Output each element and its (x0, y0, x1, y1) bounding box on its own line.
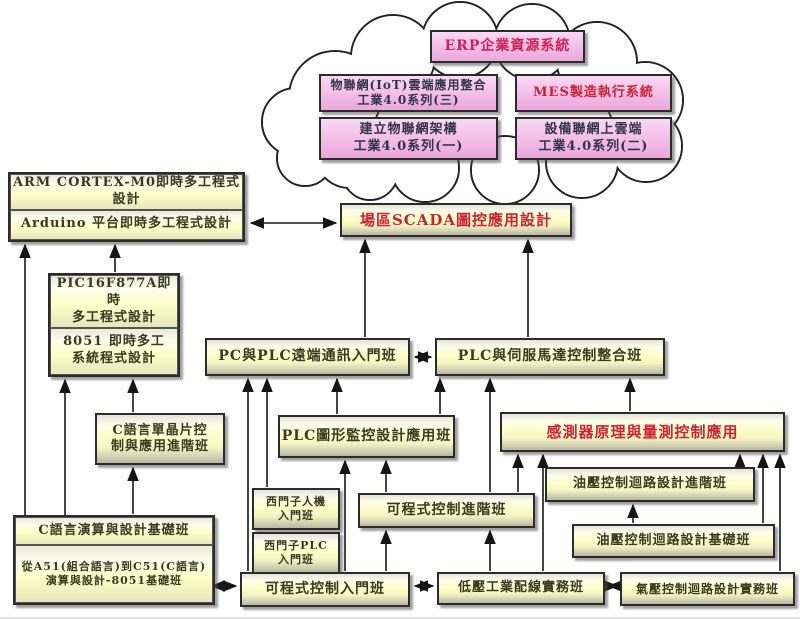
node-c-basic: C語言演算與設計基礎班 (15, 517, 213, 545)
node-siemens-hmi: 西門子人機 入門班 (252, 488, 340, 530)
node-iot-build: 建立物聯網架構 工業4.0系列(一) (319, 117, 498, 160)
node-plc-hmi-design: PLC圖形監控設計應用班 (278, 415, 455, 458)
flow-arrows (19, 217, 786, 592)
node-device-to-cloud: 設備聯網上雲端 工業4.0系列(二) (515, 117, 672, 160)
node-iot-integration: 物聯網(IoT)雲端應用整合 工業4.0系列(三) (319, 74, 498, 112)
node-siemens-plc: 西門子PLC 入門班 (252, 532, 340, 574)
node-a51-c51: 從A51(組合語言)到C51(C語言) 演算與設計-8051基礎班 (15, 545, 213, 603)
node-pc-plc-remote: PC與PLC遠端通訊入門班 (205, 338, 410, 376)
group-c-basic-a51: C語言演算與設計基礎班 從A51(組合語言)到C51(C語言) 演算與設計-80… (13, 515, 215, 605)
node-sensor-measurement: 感測器原理與量測控制應用 (500, 412, 785, 452)
node-8051: 8051 即時多工 系統程式設計 (50, 327, 178, 375)
node-plc-advanced: 可程式控制進階班 (358, 493, 535, 528)
node-arm: ARM CORTEX-M0即時多工程式設計 (10, 174, 243, 210)
node-pneumatic: 氣壓控制迴路設計實務班 (620, 572, 795, 606)
group-arm-arduino: ARM CORTEX-M0即時多工程式設計 Arduino 平台即時多工程式設計 (8, 172, 245, 242)
node-mes: MES製造執行系統 (515, 74, 672, 112)
node-pic16f877a: PIC16F877A即時 多工程式設計 (50, 275, 178, 328)
node-lv-wiring: 低壓工業配線實務班 (437, 572, 605, 605)
node-c-mcu-advanced: C語言單晶片控 制與應用進階班 (95, 413, 225, 465)
node-arduino: Arduino 平台即時多工程式設計 (10, 209, 243, 240)
node-hydraulic-advanced: 油壓控制迴路設計進階班 (545, 467, 755, 502)
node-scada: 場區SCADA圖控應用設計 (340, 203, 572, 237)
node-plc-intro: 可程式控制入門班 (240, 572, 410, 607)
node-erp: ERP企業資源系統 (430, 30, 585, 63)
node-plc-servo: PLC與伺服馬達控制整合班 (435, 338, 665, 376)
group-pic-8051: PIC16F877A即時 多工程式設計 8051 即時多工 系統程式設計 (48, 273, 180, 377)
node-hydraulic-basic: 油壓控制迴路設計基礎班 (572, 524, 775, 558)
